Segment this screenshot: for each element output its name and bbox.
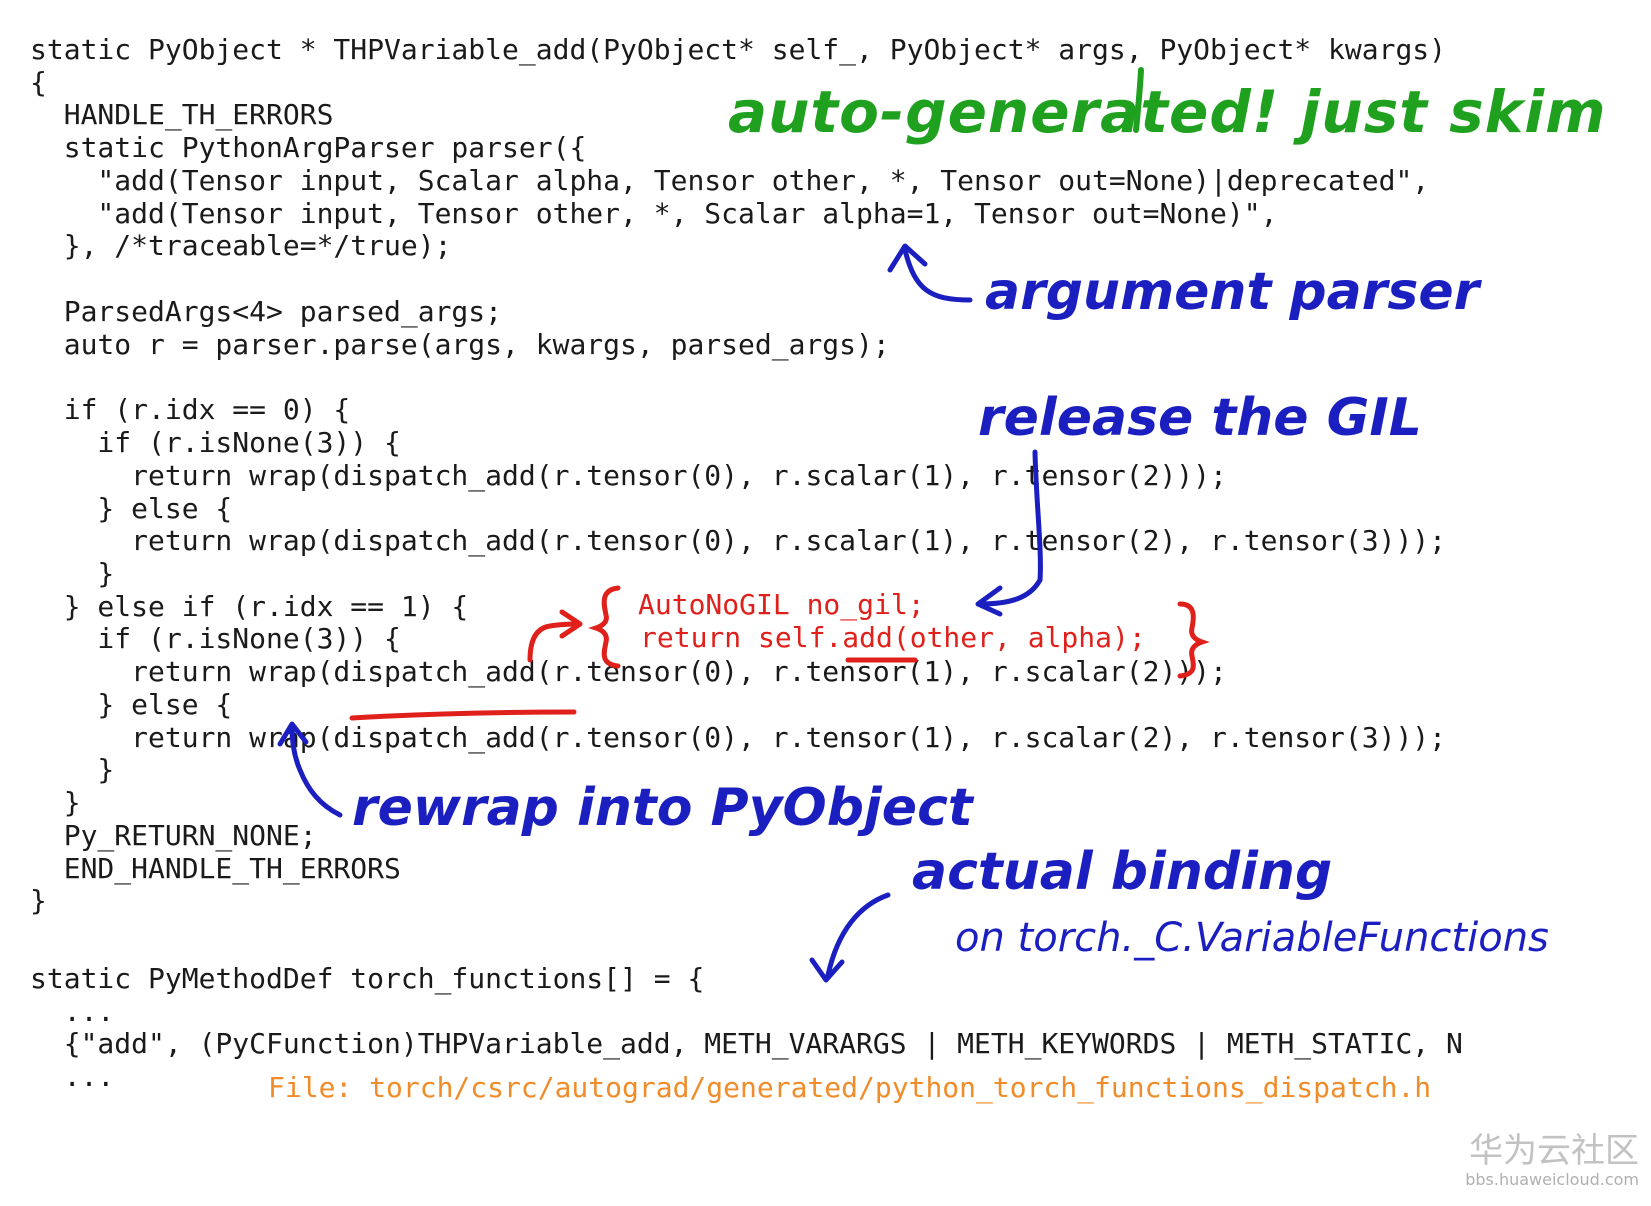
- code-line: "add(Tensor input, Tensor other, *, Scal…: [30, 197, 1278, 230]
- code-line: return wrap(dispatch_add(r.tensor(0), r.…: [30, 655, 1227, 688]
- annotation-auto-generated: auto-generated! just skim: [728, 78, 1607, 146]
- annotation-binding-target: on torch._C.VariableFunctions: [955, 915, 1549, 961]
- code-line: }: [30, 884, 47, 917]
- code-line: static PyObject * THPVariable_add(PyObje…: [30, 33, 1447, 66]
- annotation-argument-parser: argument parser: [985, 262, 1480, 322]
- code-line: static PythonArgParser parser({: [30, 131, 587, 164]
- code-line: }: [30, 753, 115, 786]
- annotation-actual-binding: actual binding: [912, 842, 1333, 902]
- code-line: HANDLE_TH_ERRORS: [30, 98, 334, 131]
- code-line: }: [30, 557, 115, 590]
- code-line: } else {: [30, 688, 233, 721]
- code-line: return wrap(dispatch_add(r.tensor(0), r.…: [30, 459, 1227, 492]
- watermark-title: 华为云社区: [1469, 1131, 1639, 1171]
- code-line: ...: [30, 995, 115, 1028]
- code-line: if (r.isNone(3)) {: [30, 426, 401, 459]
- code-line: {"add", (PyCFunction)THPVariable_add, ME…: [30, 1027, 1463, 1060]
- code-line: ...: [30, 1060, 115, 1093]
- arrow-release-gil-head: [975, 585, 1003, 617]
- code-line: "add(Tensor input, Scalar alpha, Tensor …: [30, 164, 1430, 197]
- code-line: {: [30, 66, 47, 99]
- arrow-actual-binding-head: [809, 957, 845, 983]
- watermark-url: bbs.huaweicloud.com: [1465, 1170, 1639, 1189]
- arrow-actual-binding: [825, 892, 891, 978]
- red-underline-dispatch: [349, 709, 577, 721]
- code-line: return wrap(dispatch_add(r.tensor(0), r.…: [30, 524, 1447, 557]
- red-arrow-head: [559, 609, 583, 639]
- annotation-rewrap: rewrap into PyObject: [352, 778, 973, 838]
- arrow-argument-parser: [902, 247, 973, 303]
- inline-code-return-add: return self.add(other, alpha);: [640, 621, 1146, 654]
- file-path: File: torch/csrc/autograd/generated/pyth…: [268, 1071, 1432, 1104]
- code-line: static PyMethodDef torch_functions[] = {: [30, 962, 705, 995]
- code-line: Py_RETURN_NONE;: [30, 819, 317, 852]
- code-line: if (r.isNone(3)) {: [30, 622, 401, 655]
- code-line: if (r.idx == 0) {: [30, 393, 351, 426]
- code-line: auto r = parser.parse(args, kwargs, pars…: [30, 328, 890, 361]
- code-line: return wrap(dispatch_add(r.tensor(0), r.…: [30, 721, 1447, 754]
- code-line: }, /*traceable=*/true);: [30, 229, 452, 262]
- code-line: ParsedArgs<4> parsed_args;: [30, 295, 503, 328]
- code-line: }: [30, 786, 81, 819]
- code-line: END_HANDLE_TH_ERRORS: [30, 852, 401, 885]
- arrow-argument-parser-head: [887, 243, 928, 273]
- code-line: } else {: [30, 492, 233, 525]
- annotation-release-gil: release the GIL: [978, 388, 1422, 448]
- watermark: 华为云社区 bbs.huaweicloud.com: [1465, 1132, 1639, 1190]
- inline-code-autonogil: AutoNoGIL no_gil;: [638, 588, 925, 621]
- code-line: } else if (r.idx == 1) {: [30, 590, 469, 623]
